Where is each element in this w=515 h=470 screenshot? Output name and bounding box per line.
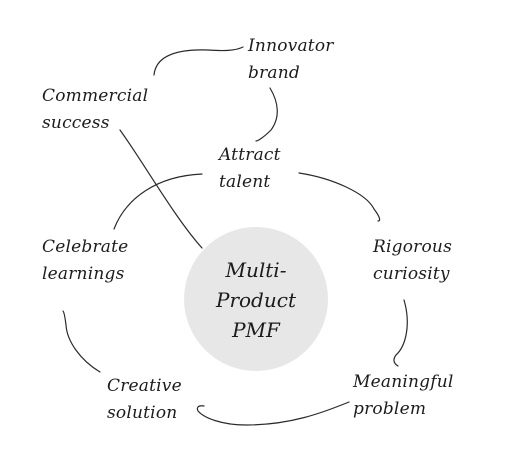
node-innovator-brand: Innovator brand — [248, 36, 334, 83]
center-circle — [184, 227, 328, 371]
node-attract-talent: Attract talent — [219, 145, 281, 192]
node-celebrate-learnings: Celebrate learnings — [42, 237, 129, 284]
connector-attract-to-rigorous — [298, 172, 381, 222]
connector-rigorous-to-meaningful — [393, 299, 408, 367]
node-meaningful-problem: Meaningful problem — [353, 372, 454, 419]
connector-meaningful-to-creative — [196, 401, 350, 426]
connector-creative-to-celebrate — [62, 310, 101, 373]
connector-celebrate-to-attract — [113, 173, 203, 230]
connector-innovator-to-attract — [255, 87, 278, 142]
node-rigorous-curiosity: Rigorous curiosity — [373, 237, 452, 284]
node-commercial-success: Commercial success — [42, 86, 149, 133]
connector-commercial-to-center — [119, 129, 203, 249]
center-label: Multi- Product PMF — [216, 258, 296, 342]
node-creative-solution: Creative solution — [107, 376, 182, 423]
connector-commercial-to-innovator — [153, 46, 244, 76]
